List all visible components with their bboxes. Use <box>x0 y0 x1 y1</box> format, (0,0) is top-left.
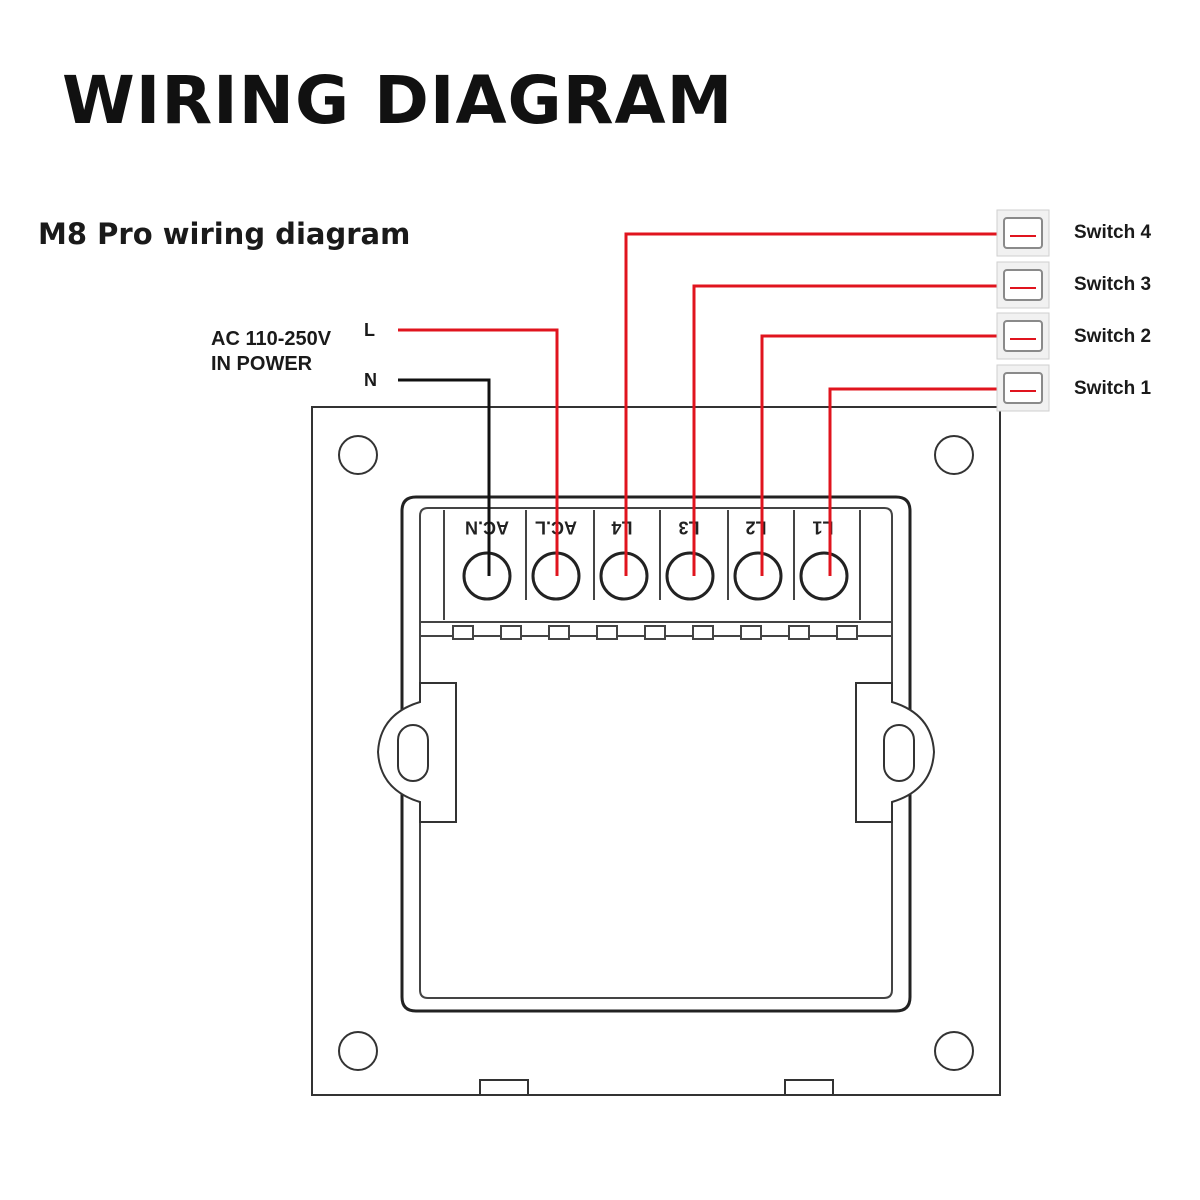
terminal-label-ac-n: AC.N <box>465 517 509 537</box>
switch-1-label: Switch 1 <box>1074 378 1152 399</box>
switch-2-wire <box>760 334 1000 576</box>
screw-hole-icon <box>934 435 974 475</box>
live-input-wire <box>398 328 559 576</box>
power-voltage-text: AC 110-250V <box>211 328 332 350</box>
screw-hole-icon <box>338 435 378 475</box>
switch-2-label: Switch 2 <box>1074 326 1152 347</box>
neutral-wire <box>398 378 491 576</box>
switch-1-icon <box>996 364 1050 412</box>
power-input-label: AC 110-250V IN POWER <box>211 327 331 377</box>
switch-3-icon <box>996 261 1050 309</box>
screw-hole-icon <box>934 1031 974 1071</box>
terminal-screw-ac-n <box>462 551 512 601</box>
terminal-screw-l2 <box>733 551 783 601</box>
page-title: WIRING DIAGRAM <box>62 62 734 139</box>
terminal-screw-l4 <box>599 551 649 601</box>
switch-4-label: Switch 4 <box>1074 222 1152 243</box>
switch-4-icon <box>996 209 1050 257</box>
diagram-subtitle: M8 Pro wiring diagram <box>38 217 411 251</box>
switch-4-wire <box>624 232 1000 576</box>
terminal-label-l1: L1 <box>812 517 833 537</box>
terminal-screw-l1 <box>799 551 849 601</box>
terminal-label-l4: L4 <box>611 517 632 537</box>
screw-hole-icon <box>338 1031 378 1071</box>
bottom-tab <box>784 1079 834 1096</box>
switch-1-wire <box>828 387 1000 576</box>
switch-3-label: Switch 3 <box>1074 274 1152 295</box>
terminal-screw-l3 <box>665 551 715 601</box>
neutral-wire-label: N <box>364 370 377 390</box>
terminal-label-l3: L3 <box>678 517 699 537</box>
switch-3-wire <box>692 284 1000 576</box>
switch-module-housing <box>376 495 936 1013</box>
switch-2-icon <box>996 312 1050 360</box>
live-wire-label: L <box>364 320 375 340</box>
bottom-tab <box>479 1079 529 1096</box>
power-in-text: IN POWER <box>211 353 313 375</box>
